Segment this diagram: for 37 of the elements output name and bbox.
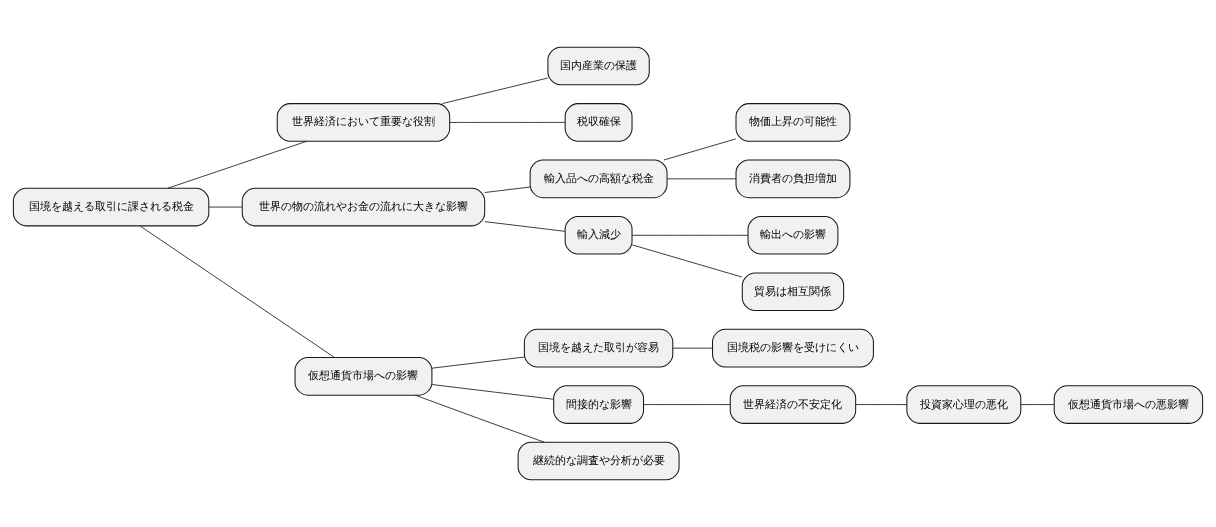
connector [414,394,545,443]
node-box: 世界経済において重要な役割 [276,103,451,142]
node-box: 国境を越える取引に課される税金 [12,187,210,227]
connector [208,206,243,208]
node-box: 輸入品への高額な税金 [529,159,668,199]
connector [663,138,737,161]
node-box: 世界経済の不安定化 [729,385,857,424]
connector [1020,404,1055,405]
node-box: 仮想通貨市場への影響 [294,357,433,396]
node-box: 貿易は相互関係 [741,272,845,312]
node-box: 物価上昇の可能性 [735,103,851,142]
connector [666,178,737,180]
node-box: 世界の物の流れやお金の流れに大きな影響 [241,187,486,227]
connector [431,356,525,369]
connector [631,244,743,278]
node-box: 輸出への影響 [747,215,839,255]
node-box: 消費者の負担増加 [735,159,851,199]
connector [484,186,531,193]
node-box: 国内産業の保護 [547,46,650,86]
node-box: 輸入減少 [564,215,633,255]
node-box: 国境を越えた取引が容易 [523,328,674,368]
connector [643,404,731,405]
node-box: 投資家心理の悪化 [906,385,1022,424]
node-box: 仮想通貨市場への悪影響 [1053,385,1204,424]
connector [442,77,549,104]
connector [855,404,908,405]
node-box: 継続的な調査や分析が必要 [517,441,680,481]
node-box: 国境税の影響を受けにくい [711,328,874,368]
connector [672,347,713,349]
connector [431,384,554,400]
connector [449,122,566,123]
connector [167,140,308,189]
connector [484,221,566,232]
connector [631,234,749,236]
connector [139,225,335,358]
node-box: 税収確保 [564,103,633,142]
node-box: 間接的な影響 [553,385,645,424]
